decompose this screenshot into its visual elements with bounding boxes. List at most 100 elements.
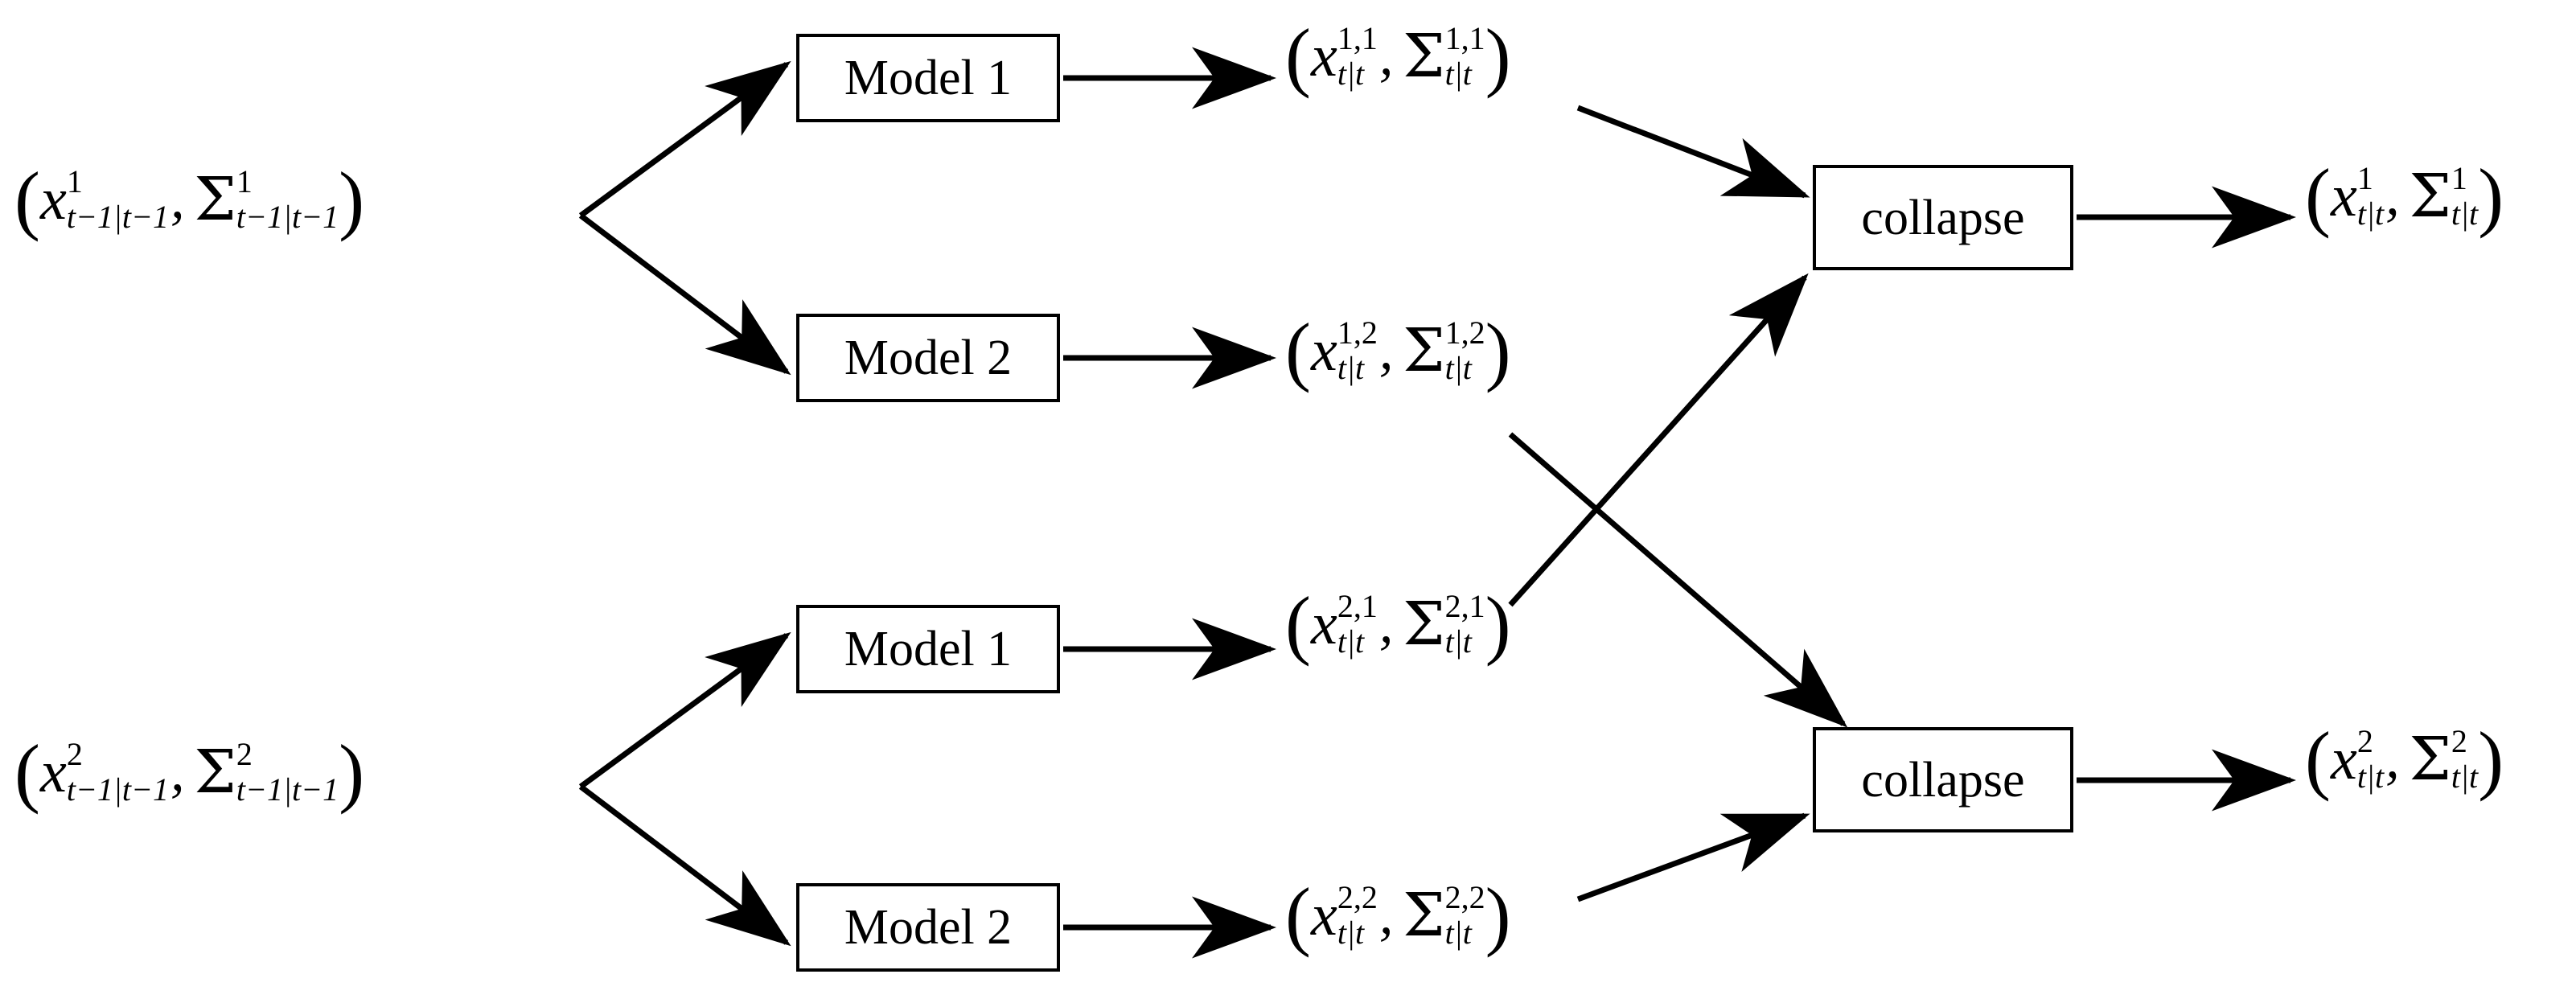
node-label: Model 2 [844,900,1013,955]
paren-open: ( [2305,716,2331,802]
state-indices: 1,2 t|t [1337,317,1378,384]
superscript: 1,2 [1444,314,1485,351]
comma-separator: , [171,168,185,230]
paren-close: ) [2478,716,2504,802]
superscript: 2 [2356,723,2373,759]
label-input-2: ( x 2 t−1|t−1 , Σ 2 t−1|t−1 ) [14,734,364,811]
label-final-1: ( x 1 t|t , Σ 1 t|t ) [2305,158,2504,235]
state-symbol: x [39,739,67,805]
comma-separator: , [1378,25,1394,87]
comma-separator: , [1378,884,1394,946]
subscript: t|t [1444,915,1472,951]
node-label: Model 2 [844,331,1013,385]
state-indices: 1,1 t|t [1337,23,1378,90]
state-indices: 2 t−1|t−1 [67,738,169,806]
subscript: t|t [1337,623,1365,660]
state-symbol: x [1310,23,1337,89]
state-symbol: x [2330,726,2357,792]
subscript: t|t [2451,195,2479,232]
state-indices: 2,2 t|t [1337,882,1378,949]
comma-separator: , [171,741,185,803]
covariance-symbol: Σ [194,165,236,234]
superscript: 2,2 [1444,879,1485,915]
covariance-symbol: Σ [1403,590,1445,659]
node-collapse-1[interactable]: collapse [1813,165,2073,270]
edge-out12-collapse2 [1508,432,1848,728]
edge-input1-fork-down [578,213,791,376]
node-collapse-2[interactable]: collapse [1813,727,2073,832]
superscript: 1,2 [1337,314,1378,351]
paren-close: ) [339,156,365,242]
state-symbol: x [2330,163,2357,229]
node-model-2-row-2[interactable]: Model 2 [796,883,1060,972]
subscript: t|t [1444,55,1472,92]
subscript: t−1|t−1 [236,199,339,235]
state-symbol: x [39,166,67,232]
subscript: t|t [1444,623,1472,660]
covariance-indices: 2,2 t|t [1445,882,1485,949]
superscript: 1 [66,163,83,199]
node-model-2-row-1[interactable]: Model 2 [796,314,1060,402]
paren-open: ( [14,729,40,815]
label-out-1-2: ( x 1,2 t|t , Σ 1,2 t|t ) [1285,312,1511,389]
covariance-indices: 1 t|t [2451,162,2478,230]
covariance-symbol: Σ [2409,162,2451,231]
paren-close: ) [1485,581,1511,667]
node-label: collapse [1861,190,2025,245]
subscript: t−1|t−1 [66,771,170,808]
label-out-2-1: ( x 2,1 t|t , Σ 2,1 t|t ) [1285,586,1511,663]
covariance-symbol: Σ [194,738,236,807]
paren-open: ( [1285,13,1311,99]
superscript: 2 [236,736,253,772]
paren-close: ) [1485,13,1511,99]
state-indices: 1 t−1|t−1 [67,166,169,233]
edge-input2-fork-up [578,631,791,789]
state-symbol: x [1310,591,1337,657]
comma-separator: , [2385,728,2400,790]
paren-close: ) [1485,307,1511,393]
node-label: Model 1 [844,51,1013,105]
paren-open: ( [14,156,40,242]
edge-input1-fork-up [578,60,791,218]
subscript: t|t [2451,758,2479,795]
superscript: 2,1 [1444,588,1485,624]
paren-open: ( [1285,307,1311,393]
node-model-1-row-2[interactable]: Model 1 [796,605,1060,693]
node-label: collapse [1861,752,2025,808]
covariance-symbol: Σ [1403,316,1445,385]
node-label: Model 1 [844,622,1013,676]
subscript: t|t [1444,350,1472,386]
paren-open: ( [2305,153,2331,239]
edge-out11-collapse1 [1576,105,1810,199]
superscript: 1,1 [1444,20,1485,56]
node-model-1-row-1[interactable]: Model 1 [796,34,1060,122]
covariance-indices: 2 t|t [2451,726,2478,793]
paren-open: ( [1285,581,1311,667]
superscript: 2,2 [1337,879,1378,915]
subscript: t−1|t−1 [66,199,170,235]
covariance-symbol: Σ [1403,881,1445,950]
superscript: 1 [2451,160,2467,196]
edge-input2-fork-down [578,784,791,947]
subscript: t|t [1337,55,1365,92]
state-indices: 2 t|t [2357,726,2384,793]
paren-close: ) [339,729,365,815]
paren-close: ) [1485,872,1511,958]
state-indices: 1 t|t [2357,162,2384,230]
state-symbol: x [1310,318,1337,384]
superscript: 1 [2356,160,2373,196]
covariance-symbol: Σ [2409,725,2451,794]
label-out-2-2: ( x 2,2 t|t , Σ 2,2 t|t ) [1285,877,1511,954]
subscript: t−1|t−1 [236,771,339,808]
paren-close: ) [2478,153,2504,239]
subscript: t|t [1337,915,1365,951]
paren-open: ( [1285,872,1311,958]
covariance-indices: 2,1 t|t [1445,590,1485,658]
covariance-indices: 1,1 t|t [1445,23,1485,90]
superscript: 1 [236,163,253,199]
state-symbol: x [1310,882,1337,948]
subscript: t|t [2356,758,2385,795]
covariance-indices: 2 t−1|t−1 [236,738,339,806]
